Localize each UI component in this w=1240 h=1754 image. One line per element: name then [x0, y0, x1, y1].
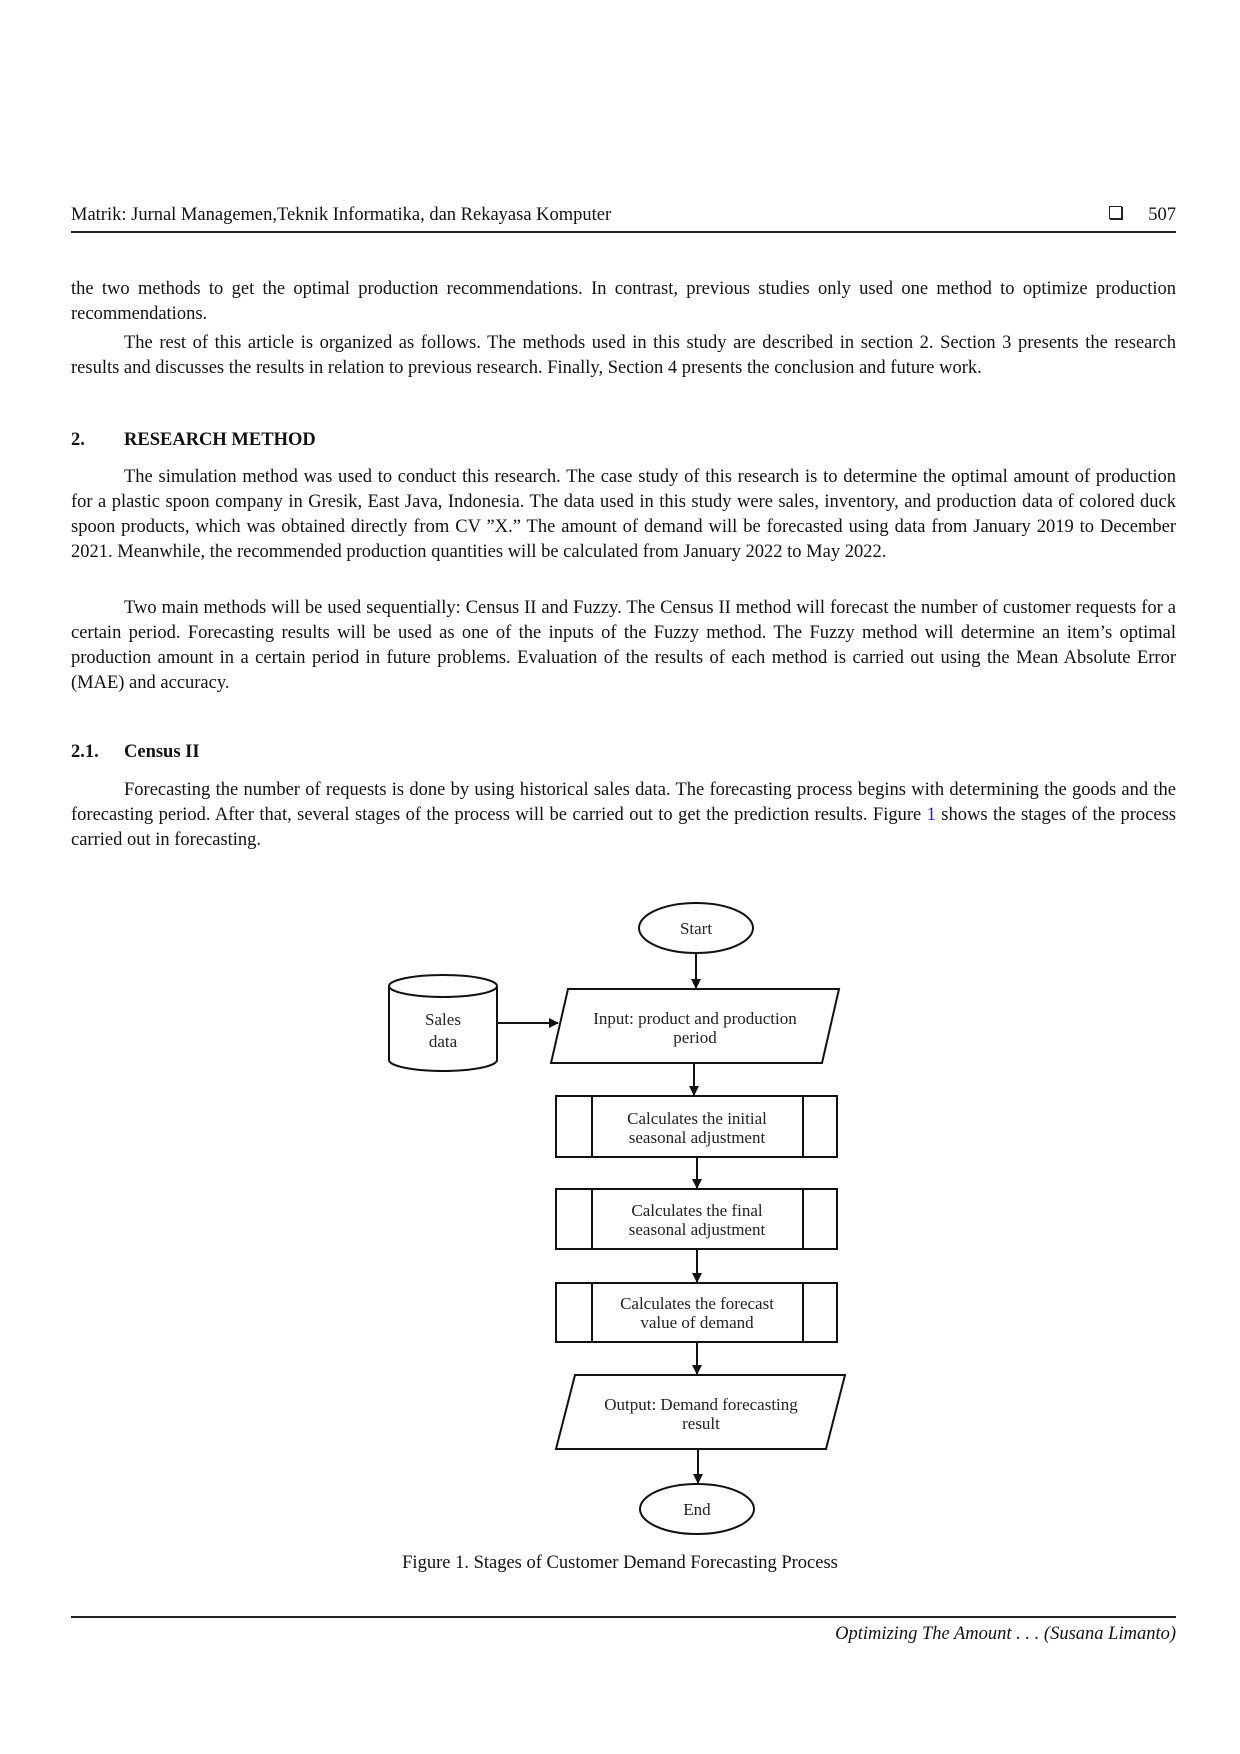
output-label-1: Output: Demand forecasting — [604, 1395, 798, 1414]
method-paragraph-1: The simulation method was used to conduc… — [71, 467, 1176, 562]
page-number-block: 507 — [1109, 205, 1176, 226]
flow-arrows — [497, 953, 703, 1484]
section-heading-2: 2. RESEARCH METHOD — [71, 430, 316, 451]
step-1-label-2: seasonal adjustment — [629, 1128, 766, 1147]
text: shows the stages of the process carried … — [71, 805, 1176, 850]
census-paragraph: Forecasting the number of requests is do… — [71, 778, 1176, 853]
intro-paragraph-2: The rest of this article is organized as… — [71, 333, 1176, 378]
input-label-2: period — [673, 1028, 717, 1047]
step-3-label-2: value of demand — [640, 1313, 754, 1332]
step-3-label-1: Calculates the forecast — [620, 1294, 774, 1313]
running-header: Matrik: Jurnal Managemen,Teknik Informat… — [71, 203, 1176, 233]
end-node — [639, 1483, 755, 1535]
section-heading-2-1: 2.1. Census II — [71, 742, 200, 763]
figure-reference-link[interactable]: 1 — [926, 805, 936, 825]
end-label: End — [683, 1500, 711, 1519]
input-node — [549, 988, 841, 1064]
sales-data-label-2: data — [429, 1032, 458, 1051]
intro-paragraph-1: the two methods to get the optimal produ… — [71, 279, 1176, 324]
page-number: 507 — [1148, 205, 1176, 225]
step-3-node — [555, 1282, 838, 1343]
output-label-2: result — [682, 1414, 720, 1433]
sales-data-cylinder — [387, 974, 498, 1072]
text: Forecasting the number of requests is do… — [71, 780, 1176, 825]
start-label: Start — [680, 919, 712, 938]
method-paragraph-2: Two main methods will be used sequential… — [71, 598, 1176, 693]
input-label-1: Input: product and production — [593, 1009, 797, 1028]
figure-caption: Figure 1. Stages of Customer Demand Fore… — [402, 1553, 838, 1573]
square-icon — [1109, 206, 1123, 219]
section-title: Census II — [124, 742, 200, 762]
step-2-label-1: Calculates the final — [631, 1201, 763, 1220]
section-title: RESEARCH METHOD — [124, 430, 316, 450]
sales-data-label-1: Sales — [425, 1010, 461, 1029]
journal-title: Matrik: Jurnal Managemen,Teknik Informat… — [71, 205, 612, 225]
running-footer: Optimizing The Amount . . . (Susana Lima… — [835, 1624, 1176, 1644]
step-2-label-2: seasonal adjustment — [629, 1220, 766, 1239]
step-1-node — [555, 1095, 838, 1158]
section-number: 2.1. — [71, 742, 99, 762]
footer-rule — [71, 1616, 1176, 1618]
output-node — [554, 1374, 847, 1450]
step-1-label-1: Calculates the initial — [627, 1109, 767, 1128]
section-number: 2. — [71, 430, 85, 450]
